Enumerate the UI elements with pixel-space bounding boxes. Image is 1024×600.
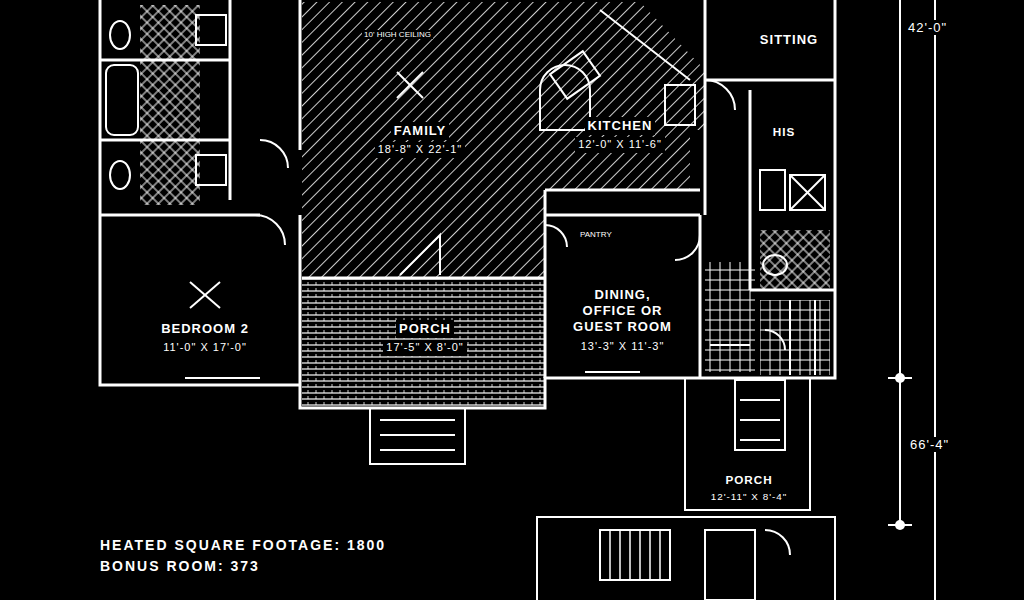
plan-label: BONUS ROOM: 373 xyxy=(98,558,262,574)
room: FAMILY 18'-8" X 22'-1" xyxy=(340,105,500,175)
plan-label: PANTRY xyxy=(578,230,614,239)
room-dimension: 12'-11" X 8'-4" xyxy=(708,490,791,504)
room-name: PORCH xyxy=(722,472,775,489)
room-dimension: 13'-3" X 11'-3" xyxy=(578,339,668,355)
room-dimension: 12'-0" X 11'-6" xyxy=(575,137,665,153)
room-name: FAMILY xyxy=(391,122,449,140)
room-name: KITCHEN xyxy=(585,117,656,135)
room: SITTING xyxy=(745,25,833,55)
room-dimension: 17'-5" X 8'-0" xyxy=(383,340,466,356)
room: KITCHEN 12'-0" X 11'-6" xyxy=(560,105,680,165)
plan-label: 66'-4" xyxy=(908,437,951,452)
room: BEDROOM 2 11'-0" X 17'-0" xyxy=(130,310,280,365)
room-dimension: 18'-8" X 22'-1" xyxy=(375,142,466,158)
room: HIS xyxy=(758,118,810,146)
room: DINING, OFFICE OR GUEST ROOM 13'-3" X 11'… xyxy=(550,270,695,370)
room-dimension: 11'-0" X 17'-0" xyxy=(160,340,250,356)
room-name: SITTING xyxy=(757,31,821,49)
plan-label: HEATED SQUARE FOOTAGE: 1800 xyxy=(98,537,388,553)
room-name: BEDROOM 2 xyxy=(158,320,252,338)
room-name: HIS xyxy=(770,124,798,141)
plan-label: 10' HIGH CEILING xyxy=(362,30,433,39)
room-name: PORCH xyxy=(396,320,454,338)
plan-label: 42'-0" xyxy=(906,20,949,35)
room-name: DINING, OFFICE OR GUEST ROOM xyxy=(565,286,681,337)
room: PORCH 17'-5" X 8'-0" xyxy=(345,310,505,365)
room: PORCH12'-11" X 8'-4" xyxy=(690,465,808,511)
